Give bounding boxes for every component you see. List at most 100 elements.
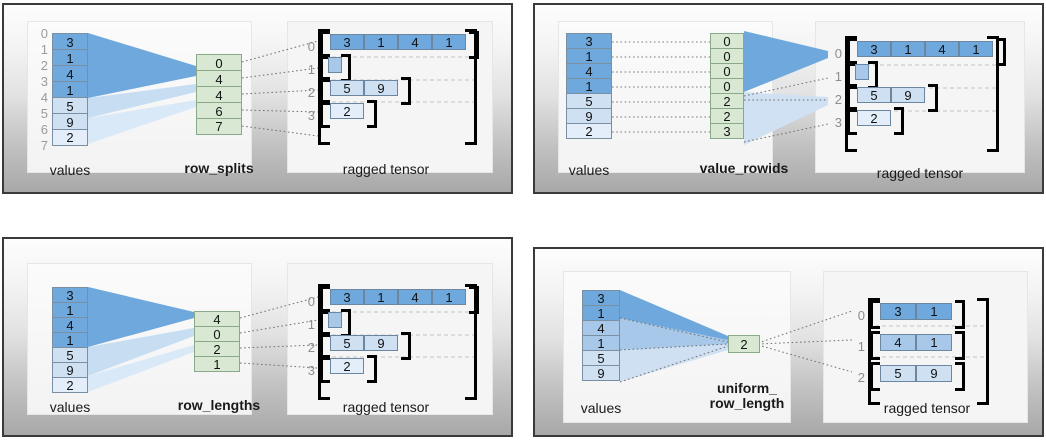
ragged-row-bracket-right: [367, 355, 377, 383]
encoding-cell: 6: [196, 102, 242, 119]
ragged-row-index: 2: [857, 370, 865, 385]
ragged-row-bracket-right: [868, 61, 878, 89]
ragged-row-bracket-left: [847, 61, 857, 89]
ragged-row-bracket-left: [847, 84, 857, 112]
ragged-row-bracket-left: [320, 77, 330, 105]
encoding-cell: 3: [710, 123, 744, 139]
ragged-cell: 4: [398, 34, 432, 50]
encoding-cell: 4: [196, 86, 242, 103]
ragged-row-bracket-right: [341, 54, 351, 82]
ragged-row-index: 2: [834, 92, 842, 107]
ragged-row-bracket-right: [955, 331, 965, 360]
ragged-row-index: 0: [307, 294, 315, 309]
values-index-label: 6: [40, 122, 48, 137]
values-index-label: 5: [40, 106, 48, 121]
ragged-row-index: 0: [307, 39, 315, 54]
ragged-row-index: 3: [307, 108, 315, 123]
values-cell: 4: [566, 63, 612, 79]
encoding-cell: 0: [710, 48, 744, 64]
ragged-row-bracket-right: [894, 107, 904, 135]
values-index-label: 2: [40, 58, 48, 73]
ragged-row-bracket-left: [320, 286, 330, 314]
ragged-cell: 9: [891, 87, 925, 103]
ragged-row-bracket-right: [469, 286, 479, 314]
ragged-cell: 5: [330, 335, 364, 351]
values-cell: 4: [582, 320, 620, 336]
ragged-row-index: 3: [834, 115, 842, 130]
values-caption: values: [580, 400, 622, 416]
ragged-row-bracket-left: [847, 107, 857, 135]
values-cell: 4: [52, 317, 88, 333]
ragged-cell: 3: [330, 289, 364, 305]
values-cell: 9: [52, 113, 88, 130]
values-cell: 1: [582, 305, 620, 321]
values-index-label: 1: [40, 42, 48, 57]
encoding-cell: 0: [710, 33, 744, 49]
ragged-row-bracket-right: [928, 84, 938, 112]
values-cell: 1: [52, 332, 88, 348]
encoding-cell: 0: [196, 54, 242, 71]
ragged-row-bracket-left: [847, 38, 857, 66]
encoding-cell: 2: [728, 335, 760, 353]
ragged-bracket-right: [977, 298, 989, 405]
ragged-row-bracket-left: [870, 362, 880, 391]
ragged-caption: ragged tensor: [342, 161, 430, 177]
ragged-bracket-left: [318, 29, 330, 145]
values-cell: 3: [52, 33, 88, 50]
values-caption: values: [568, 162, 610, 178]
ragged-bracket-right: [987, 36, 999, 152]
values-cell: 9: [52, 362, 88, 378]
values-caption: values: [49, 162, 91, 178]
ragged-empty-cell: [328, 312, 342, 328]
values-caption: values: [49, 399, 91, 415]
ragged-row-index: 2: [307, 340, 315, 355]
ragged-row-bracket-left: [320, 54, 330, 82]
ragged-cell: 3: [857, 41, 891, 57]
ragged-row-bracket-left: [320, 355, 330, 383]
values-cell: 9: [566, 108, 612, 124]
ragged-row-bracket-left: [320, 31, 330, 59]
values-index-label: 7: [40, 138, 48, 153]
values-cell: 2: [52, 377, 88, 393]
values-cell: 1: [52, 302, 88, 318]
ragged-bracket-right: [465, 284, 477, 400]
ragged-row-bracket-right: [996, 38, 1006, 66]
ragged-row-bracket-left: [320, 309, 330, 337]
encoding-caption: value_rowids: [699, 160, 789, 176]
values-cell: 1: [52, 81, 88, 98]
ragged-row-bracket-right: [955, 300, 965, 329]
ragged-cell: 2: [857, 110, 891, 126]
values-cell: 5: [52, 97, 88, 114]
values-cell: 9: [582, 365, 620, 381]
ragged-row-index: 1: [857, 339, 865, 354]
ragged-row-index: 3: [307, 363, 315, 378]
ragged-row-index: 1: [307, 317, 315, 332]
ragged-row-index: 1: [307, 62, 315, 77]
ragged-cell: 1: [432, 289, 466, 305]
encoding-caption: row_lengths: [177, 397, 261, 413]
ragged-cell: 1: [364, 34, 398, 50]
ragged-cell: 5: [857, 87, 891, 103]
ragged-row-bracket-left: [870, 331, 880, 360]
ragged-cell: 4: [925, 41, 959, 57]
encoding-cell: 0: [710, 78, 744, 94]
values-cell: 5: [52, 347, 88, 363]
ragged-row-bracket-right: [401, 332, 411, 360]
encoding-caption: uniform_ row_length: [709, 380, 785, 412]
ragged-cell: 5: [880, 365, 916, 382]
values-cell: 1: [566, 78, 612, 94]
ragged-cell: 3: [330, 34, 364, 50]
values-cell: 5: [566, 93, 612, 109]
ragged-cell: 9: [364, 335, 398, 351]
encoding-cell: 0: [194, 326, 240, 342]
ragged-cell: 9: [364, 80, 398, 96]
ragged-row-index: 0: [834, 46, 842, 61]
values-cell: 4: [52, 65, 88, 82]
ragged-empty-cell: [855, 64, 869, 80]
ragged-row-bracket-right: [469, 31, 479, 59]
values-index-label: 0: [40, 26, 48, 41]
ragged-bracket-left: [845, 36, 857, 152]
values-cell: 3: [566, 33, 612, 49]
encoding-cell: 2: [710, 108, 744, 124]
